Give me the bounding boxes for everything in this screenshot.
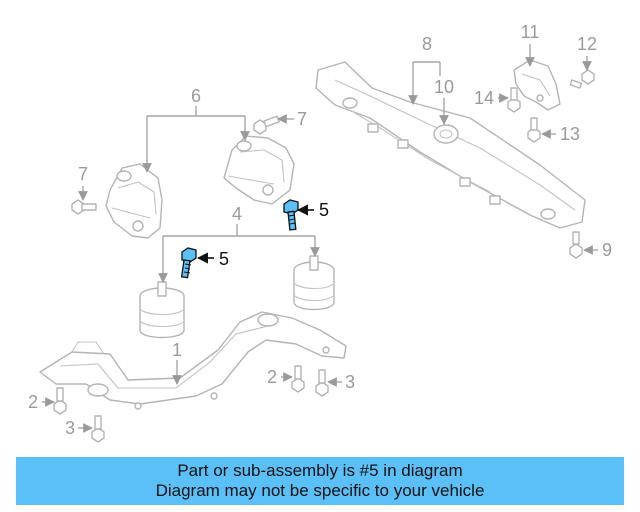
bolt-14 xyxy=(507,87,521,113)
leader-lines xyxy=(42,44,598,433)
info-banner: Part or sub-assembly is #5 in diagram Di… xyxy=(16,457,624,505)
callout-4: 4 xyxy=(232,204,242,224)
callout-3-right: 3 xyxy=(345,372,355,392)
engine-mount-bracket-left xyxy=(105,163,163,239)
callout-6: 6 xyxy=(191,86,201,106)
bolt-13 xyxy=(527,117,541,143)
callout-7-right: 7 xyxy=(297,109,307,129)
bolt-7-right xyxy=(253,115,280,135)
engine-mount-left xyxy=(139,281,185,339)
callout-14: 14 xyxy=(474,88,494,108)
callout-9: 9 xyxy=(602,240,612,260)
bolt-7-left xyxy=(71,199,97,215)
callout-2-left: 2 xyxy=(28,392,38,412)
callout-13: 13 xyxy=(560,124,580,144)
parts-diagram: 8 10 11 12 14 13 9 6 7 7 4 1 2 3 2 3 5 5 xyxy=(28,22,612,443)
banner-line-1: Part or sub-assembly is #5 in diagram xyxy=(177,461,463,480)
bracket-11 xyxy=(513,59,561,111)
callout-1: 1 xyxy=(172,340,182,360)
highlighted-bolt-5-upper[interactable] xyxy=(283,199,299,231)
engine-mount-bracket-right xyxy=(223,135,295,205)
banner-line-2: Diagram may not be specific to your vehi… xyxy=(155,481,485,500)
bolt-12 xyxy=(569,69,595,89)
callout-labels: 8 10 11 12 14 13 9 6 7 7 4 1 2 3 2 3 5 5 xyxy=(28,22,612,438)
callout-3-left: 3 xyxy=(65,418,75,438)
transmission-crossmember xyxy=(315,61,586,229)
callout-11: 11 xyxy=(521,22,540,42)
highlighted-bolt-5-lower[interactable] xyxy=(180,247,197,279)
engine-mount-right xyxy=(293,255,335,311)
callout-5-lower: 5 xyxy=(219,249,229,269)
bolt-2-right xyxy=(291,365,305,393)
callout-10: 10 xyxy=(434,77,454,97)
bolt-3-right xyxy=(315,369,329,397)
callout-2-right: 2 xyxy=(267,367,277,387)
bolt-9 xyxy=(569,231,583,259)
engine-subframe xyxy=(39,311,347,410)
bolt-2-left xyxy=(53,387,67,415)
callout-7-left: 7 xyxy=(78,164,88,184)
callout-5-upper: 5 xyxy=(319,200,329,220)
bolt-3-left xyxy=(91,415,105,443)
callout-12: 12 xyxy=(577,34,597,54)
callout-8: 8 xyxy=(422,34,432,54)
